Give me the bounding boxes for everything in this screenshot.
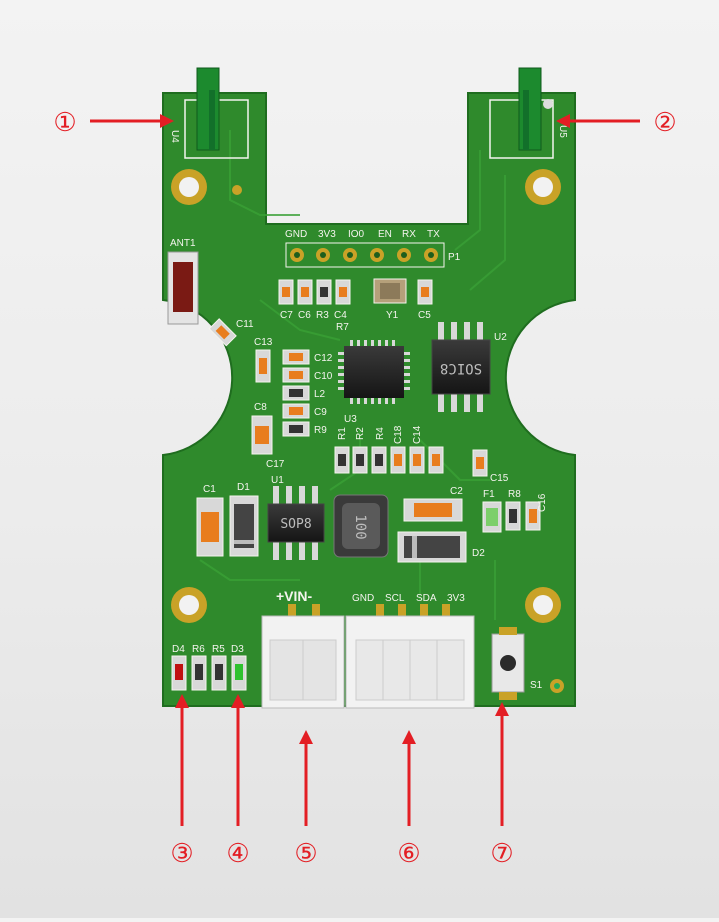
ref-u1: U1 bbox=[271, 475, 284, 486]
mounting-holes bbox=[171, 169, 564, 693]
cap-c15-body bbox=[476, 457, 484, 469]
callout-3: ③ bbox=[170, 838, 193, 868]
sensor-u4: U4 bbox=[169, 67, 249, 159]
callout-7: ⑦ bbox=[490, 838, 513, 868]
ref-p1: P1 bbox=[448, 252, 461, 263]
ref-l2: L2 bbox=[314, 389, 326, 400]
i2c-pin-label-2: SDA bbox=[416, 593, 437, 604]
cap-c2-body bbox=[414, 503, 452, 517]
ref-c1: C1 bbox=[203, 484, 216, 495]
i2c-pin-label-1: SCL bbox=[385, 593, 405, 604]
power-label: +VIN- bbox=[276, 588, 313, 604]
pcb-board bbox=[162, 92, 576, 707]
header-pin-label-3: EN bbox=[378, 229, 392, 240]
ref-d1: D1 bbox=[237, 482, 250, 493]
regulator-u1: U1 SOP8 bbox=[267, 475, 325, 560]
callout-2: ② bbox=[653, 107, 676, 137]
ref-r2: R2 bbox=[355, 427, 366, 440]
antenna-ant1: ANT1 bbox=[167, 238, 199, 325]
ref-u4: U4 bbox=[169, 130, 180, 143]
ref-u2: U2 bbox=[494, 332, 507, 343]
header-pin-label-1: 3V3 bbox=[318, 229, 336, 240]
ref-d2: D2 bbox=[472, 548, 485, 559]
ref-c9: C9 bbox=[314, 407, 327, 418]
diode-d1-body bbox=[234, 504, 254, 548]
i2c-connector bbox=[345, 604, 475, 709]
ref-c16: C16 bbox=[537, 493, 548, 512]
button-s1: S1 bbox=[491, 627, 543, 700]
ref-c12: C12 bbox=[314, 353, 333, 364]
cap-c1-body bbox=[201, 512, 219, 542]
ref-c7: C7 bbox=[280, 310, 293, 321]
fuse-f1-body bbox=[486, 508, 498, 526]
ref-f1: F1 bbox=[483, 489, 495, 500]
ref-ant1: ANT1 bbox=[170, 238, 196, 249]
top-passives: C7 C6 R3 C4 R7 Y1 C5 bbox=[278, 278, 433, 333]
header-pin-label-5: TX bbox=[427, 229, 440, 240]
pcb-traces bbox=[199, 130, 506, 620]
ref-d4: D4 bbox=[172, 644, 185, 655]
header-pin-label-0: GND bbox=[285, 229, 307, 240]
mid-resistors: R1 R2 R4 C18 C14 bbox=[334, 425, 444, 474]
chip-label-sop8: SOP8 bbox=[280, 517, 311, 532]
ref-c8: C8 bbox=[254, 402, 267, 413]
ref-c17: C17 bbox=[266, 459, 285, 470]
ref-r6: R6 bbox=[192, 644, 205, 655]
ref-u3: U3 bbox=[344, 414, 357, 425]
ref-r1: R1 bbox=[337, 427, 348, 440]
chip-label-soic8: SOIC8 bbox=[440, 360, 482, 376]
callout-5: ⑤ bbox=[294, 838, 317, 868]
ref-r3: R3 bbox=[316, 310, 329, 321]
resistor-r8-body bbox=[509, 509, 517, 523]
diode-d1-band bbox=[234, 540, 254, 544]
cap-c16-body bbox=[529, 509, 537, 523]
mcu-u3: U3 bbox=[338, 340, 410, 425]
i2c-pin-label-3: 3V3 bbox=[447, 593, 465, 604]
ref-c4: C4 bbox=[334, 310, 347, 321]
header-pin-label-4: RX bbox=[402, 229, 416, 240]
ref-d3: D3 bbox=[231, 644, 244, 655]
header-p1: GND 3V3 IO0 EN RX TX P1 bbox=[285, 229, 461, 268]
diode-d2-band bbox=[412, 536, 417, 558]
sensor-u5: U5 bbox=[489, 67, 568, 159]
ref-c18: C18 bbox=[393, 425, 404, 444]
ref-u5: U5 bbox=[557, 125, 568, 138]
inductor-marking: 100 bbox=[352, 514, 368, 539]
ref-c6: C6 bbox=[298, 310, 311, 321]
callout-6: ⑥ bbox=[397, 838, 420, 868]
ref-r5: R5 bbox=[212, 644, 225, 655]
header-pin-label-2: IO0 bbox=[348, 229, 365, 240]
ref-c10: C10 bbox=[314, 371, 333, 382]
ref-r7: R7 bbox=[336, 322, 349, 333]
callout-4: ④ bbox=[226, 838, 249, 868]
ref-y1: Y1 bbox=[386, 310, 399, 321]
ref-r9: R9 bbox=[314, 425, 327, 436]
flash-u2: SOIC8 U2 bbox=[431, 322, 507, 412]
ref-r4: R4 bbox=[375, 427, 386, 440]
left-passives: C13 C12 C10 L2 C9 R9 C8 C17 bbox=[251, 337, 333, 470]
ref-c2: C2 bbox=[450, 486, 463, 497]
ref-c13: C13 bbox=[254, 337, 273, 348]
ref-r8: R8 bbox=[508, 489, 521, 500]
status-leds: D4 R6 R5 D3 bbox=[171, 644, 247, 691]
callout-1: ① bbox=[53, 107, 76, 137]
i2c-pin-label-0: GND bbox=[352, 593, 374, 604]
diode-d2-body bbox=[404, 536, 460, 558]
ref-s1: S1 bbox=[530, 680, 543, 691]
ref-c11: C11 bbox=[236, 319, 254, 330]
power-connector bbox=[261, 604, 345, 709]
ref-c5: C5 bbox=[418, 310, 431, 321]
inductor: 100 bbox=[333, 494, 389, 558]
callout-arrows bbox=[90, 114, 640, 826]
ref-c14: C14 bbox=[412, 425, 423, 444]
ref-c15: C15 bbox=[490, 473, 509, 484]
cap-c11 bbox=[208, 318, 237, 347]
